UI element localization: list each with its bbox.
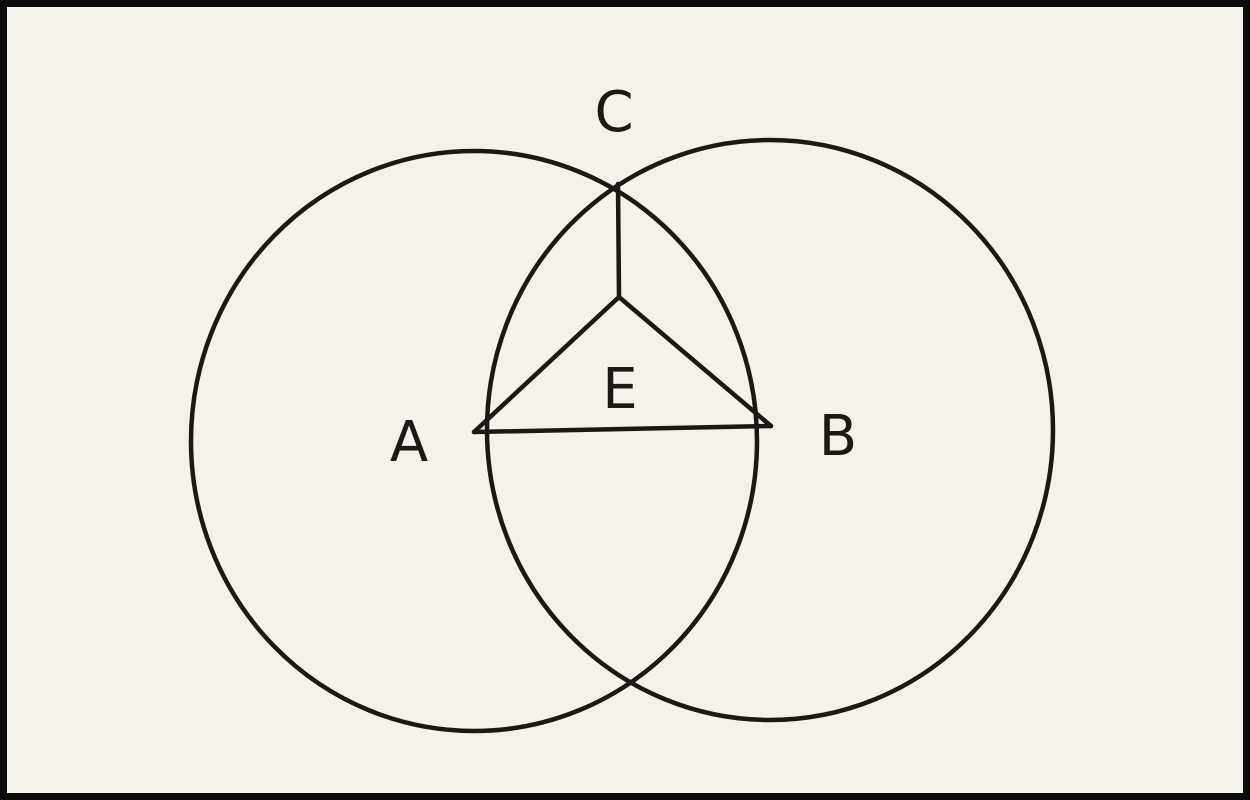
circle-centered-a (188, 148, 760, 734)
label-point-b: B (819, 404, 857, 469)
segment-ce (615, 181, 622, 300)
label-point-a: A (390, 410, 428, 475)
label-point-e: E (602, 357, 637, 422)
segment-be (616, 294, 774, 429)
label-point-c: C (594, 80, 633, 145)
segment-ab (471, 423, 774, 435)
segment-ae (471, 294, 622, 435)
